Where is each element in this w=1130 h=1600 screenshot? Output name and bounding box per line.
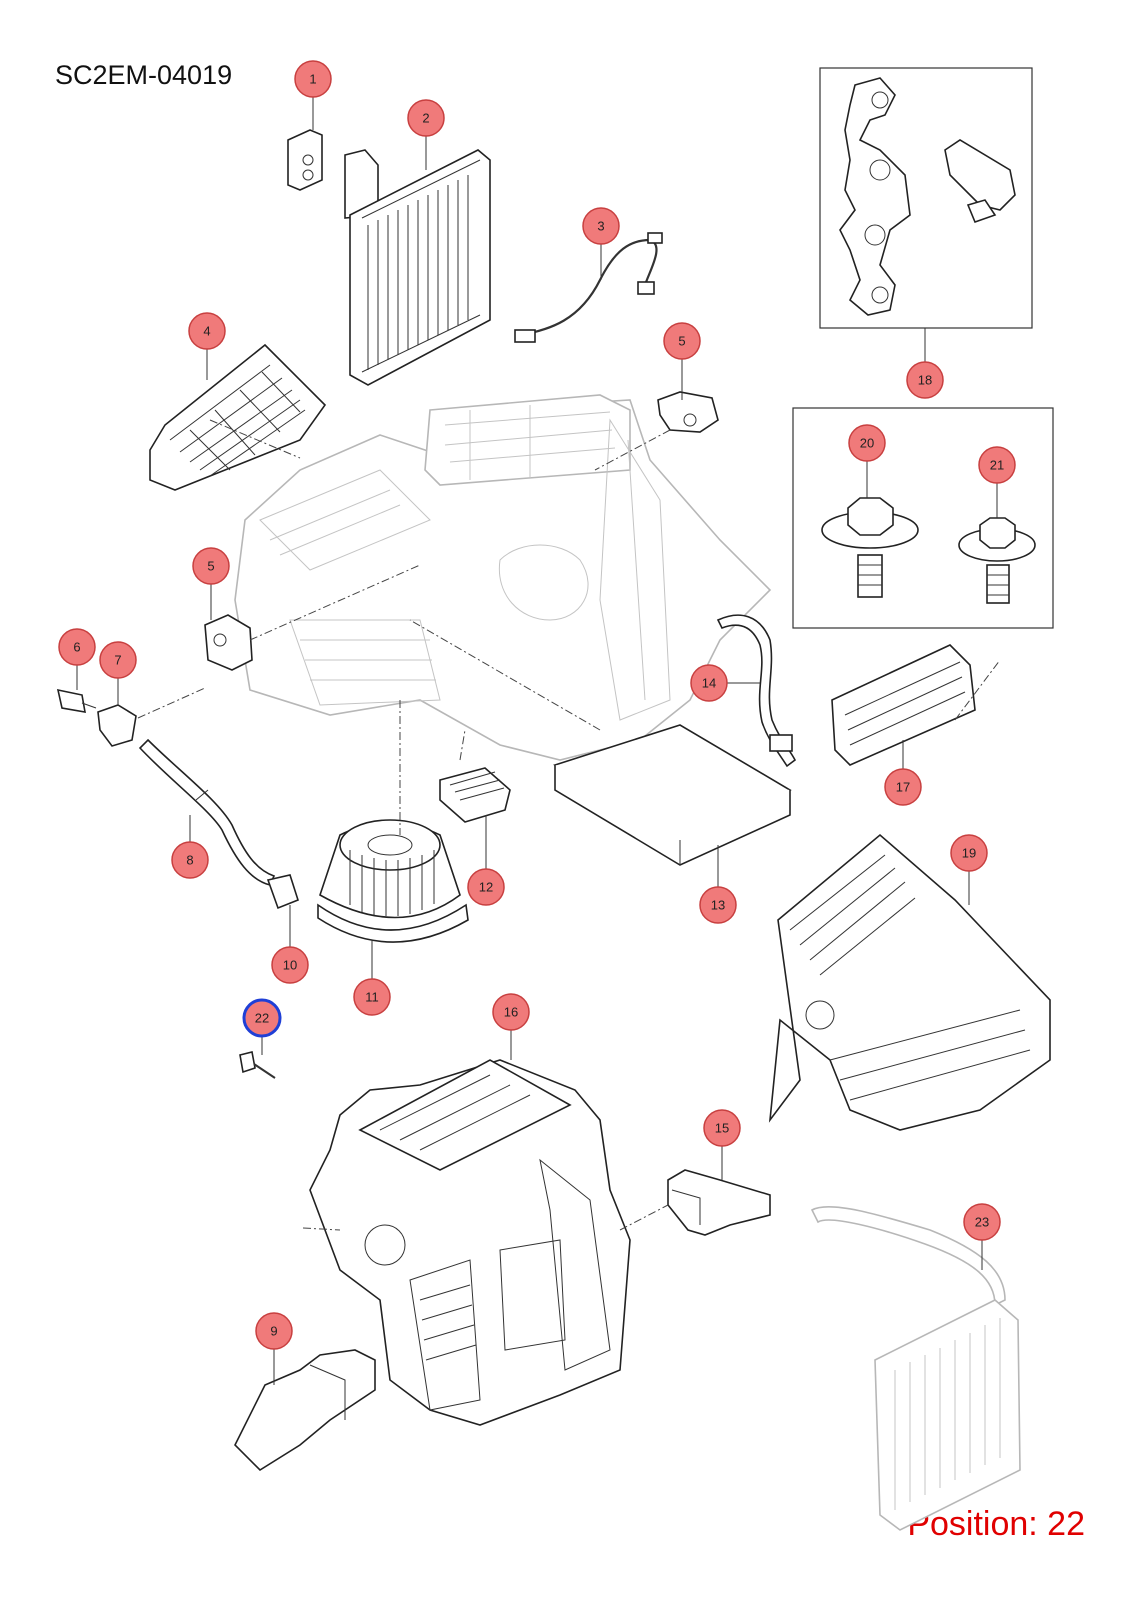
callout-label: 4 [203, 324, 210, 339]
part-7-duct-fitting [97, 704, 137, 747]
part-4-filter-cover [149, 343, 327, 491]
callout-4[interactable]: 4 [188, 312, 226, 350]
assembly-lines [137, 419, 1001, 1231]
callout-11[interactable]: 11 [353, 978, 391, 1016]
part-14-heater-hose [716, 614, 797, 768]
callout-label: 2 [422, 111, 429, 126]
part-15-floor-duct [667, 1169, 771, 1236]
callout-10[interactable]: 10 [271, 946, 309, 984]
callout-label: 15 [715, 1121, 729, 1136]
callout-7[interactable]: 7 [99, 641, 137, 679]
callout-label: 3 [597, 219, 604, 234]
callout-label: 11 [365, 990, 379, 1005]
part-22-clip [239, 1051, 276, 1079]
callout-label: 7 [114, 653, 121, 668]
hvac-assembly-background [234, 394, 772, 761]
callout-16[interactable]: 16 [492, 993, 530, 1031]
callout-label: 14 [702, 676, 716, 691]
leader-lines [76, 97, 998, 1385]
callout-20[interactable]: 20 [848, 424, 886, 462]
part-18-door-linkage [839, 77, 1016, 316]
callout-2[interactable]: 2 [407, 99, 445, 137]
part-18-group-box [819, 67, 1033, 329]
part-9-rear-duct [234, 1349, 376, 1472]
diagram-code: SC2EM-04019 [55, 60, 233, 90]
callout-17[interactable]: 17 [884, 768, 922, 806]
callout-label: 1 [309, 72, 316, 87]
callout-label: 19 [962, 846, 976, 861]
part-2-evaporator [344, 149, 491, 386]
part-3-sensor-wire [514, 232, 663, 343]
callout-8[interactable]: 8 [171, 841, 209, 879]
callout-label: 5 [678, 334, 685, 349]
callout-label: 16 [504, 1005, 518, 1020]
bolt-group-box [792, 407, 1054, 629]
callout-23[interactable]: 23 [963, 1203, 1001, 1241]
callout-18[interactable]: 18 [906, 361, 944, 399]
part-12-blower-resistor [439, 767, 511, 823]
part-5-actuator-upper [657, 391, 719, 433]
part-16-hvac-case [309, 1059, 631, 1426]
callout-21[interactable]: 21 [978, 446, 1016, 484]
callout-label: 10 [283, 958, 297, 973]
callout-label: 23 [975, 1215, 989, 1230]
part-19-blower-housing [768, 833, 1051, 1131]
callout-3[interactable]: 3 [582, 207, 620, 245]
callout-label: 6 [73, 640, 80, 655]
callout-label: 17 [896, 780, 910, 795]
callout-22-selected[interactable]: 22 [242, 998, 282, 1038]
part-13-cabin-filter [553, 724, 792, 866]
callout-label: 9 [270, 1324, 277, 1339]
callout-label: 21 [990, 458, 1004, 473]
part-21-flange-bolt [958, 517, 1036, 604]
callout-label: 22 [255, 1011, 269, 1026]
callout-label: 18 [918, 373, 932, 388]
callout-5-lower[interactable]: 5 [192, 547, 230, 585]
part-8-drain-hose [138, 738, 276, 886]
callout-14[interactable]: 14 [690, 664, 728, 702]
callout-6[interactable]: 6 [58, 628, 96, 666]
part-17-ptc-heater [831, 644, 976, 766]
callout-label: 13 [711, 898, 725, 913]
part-5-actuator-lower [204, 614, 253, 671]
part-20-flange-bolt [821, 497, 919, 598]
part-6-sensor [56, 688, 97, 713]
callout-5-upper[interactable]: 5 [663, 322, 701, 360]
callout-label: 8 [186, 853, 193, 868]
callout-19[interactable]: 19 [950, 834, 988, 872]
part-11-blower-motor [317, 819, 469, 943]
callout-label: 20 [860, 436, 874, 451]
callout-label: 12 [479, 880, 493, 895]
callout-label: 5 [207, 559, 214, 574]
part-10-connector [266, 874, 299, 910]
callout-15[interactable]: 15 [703, 1109, 741, 1147]
callout-1[interactable]: 1 [294, 60, 332, 98]
part-23-heater-core [810, 1205, 1021, 1531]
callout-12[interactable]: 12 [467, 868, 505, 906]
callout-13[interactable]: 13 [699, 886, 737, 924]
callout-9[interactable]: 9 [255, 1312, 293, 1350]
part-1-seal-block [287, 129, 323, 191]
